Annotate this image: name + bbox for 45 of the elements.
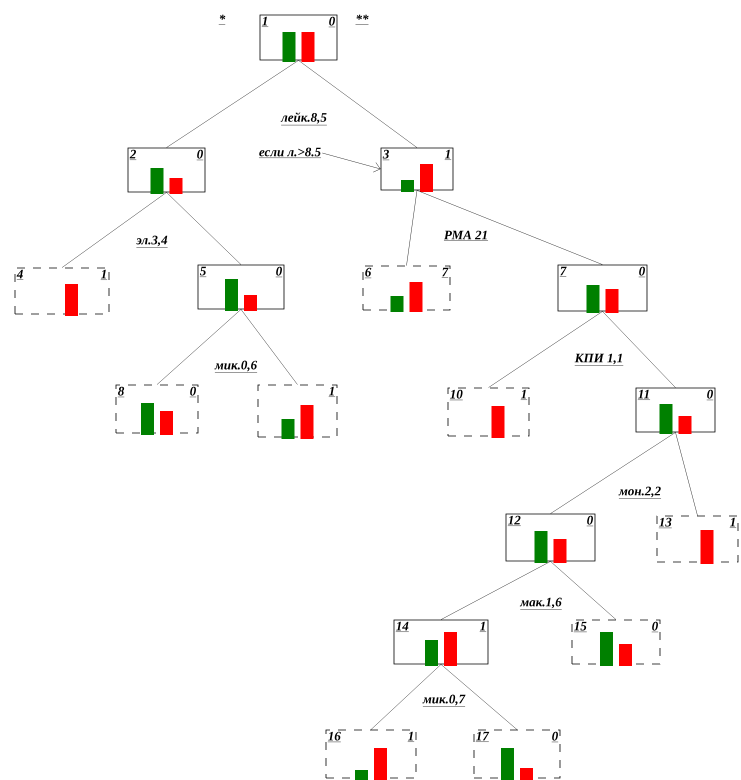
branch-line [406,190,418,266]
branch-line [440,561,551,620]
tree-node-box: 13 1 [656,516,738,564]
tree-node-box: 17 0 [474,730,560,780]
tree-node-box: 7 0 [558,264,648,313]
tree-node-box: 3 1 [380,148,454,192]
tree-node-box: 1 [258,384,338,439]
branch-line [166,192,242,265]
tree-node-box: 8 0 [116,384,198,435]
split-label: мон.2,2 [618,486,662,499]
branch-line [298,60,418,148]
tree-node-box: 2 0 [128,148,206,194]
split-label: мик.0,7 [422,694,466,707]
branch-line [440,664,518,730]
branch-line [166,60,299,148]
tree-node-box: 15 0 [572,620,660,666]
split-label: РМА 21 [444,230,488,241]
split-label: мак.1,6 [520,598,562,610]
condition-text: если л.>8.5 [258,148,322,158]
tree-node-box: 4 1 [14,268,110,316]
branch-line [416,190,603,265]
branch-line [550,432,676,514]
branch-line [156,309,242,385]
split-label: лейк.8,5 [280,112,328,126]
split-label: КПИ 1,1 [574,354,624,366]
branch-line [488,311,603,388]
split-label: * [218,14,226,25]
branch-line [550,561,616,620]
tree-node-box: 14 1 [394,620,488,666]
branch-line [240,309,298,385]
branch-line [62,192,167,268]
tree-node-box: 10 1 [448,388,530,438]
branch-line [675,432,698,516]
branch-line [602,311,676,388]
arrow [322,152,380,172]
tree-node-box: 5 0 [198,264,284,311]
split-label: ** [355,14,369,25]
tree-node-box: 11 0 [636,388,716,434]
tree-node-box: 12 0 [506,514,596,563]
split-label: мик.0,6 [214,360,258,373]
split-label: эл.3,4 [136,236,168,248]
tree-node-box: 1 0 [260,14,338,62]
branch-line [370,664,442,730]
tree-node-box: 6 7 [362,266,450,312]
tree-node-box: 16 1 [326,730,416,780]
